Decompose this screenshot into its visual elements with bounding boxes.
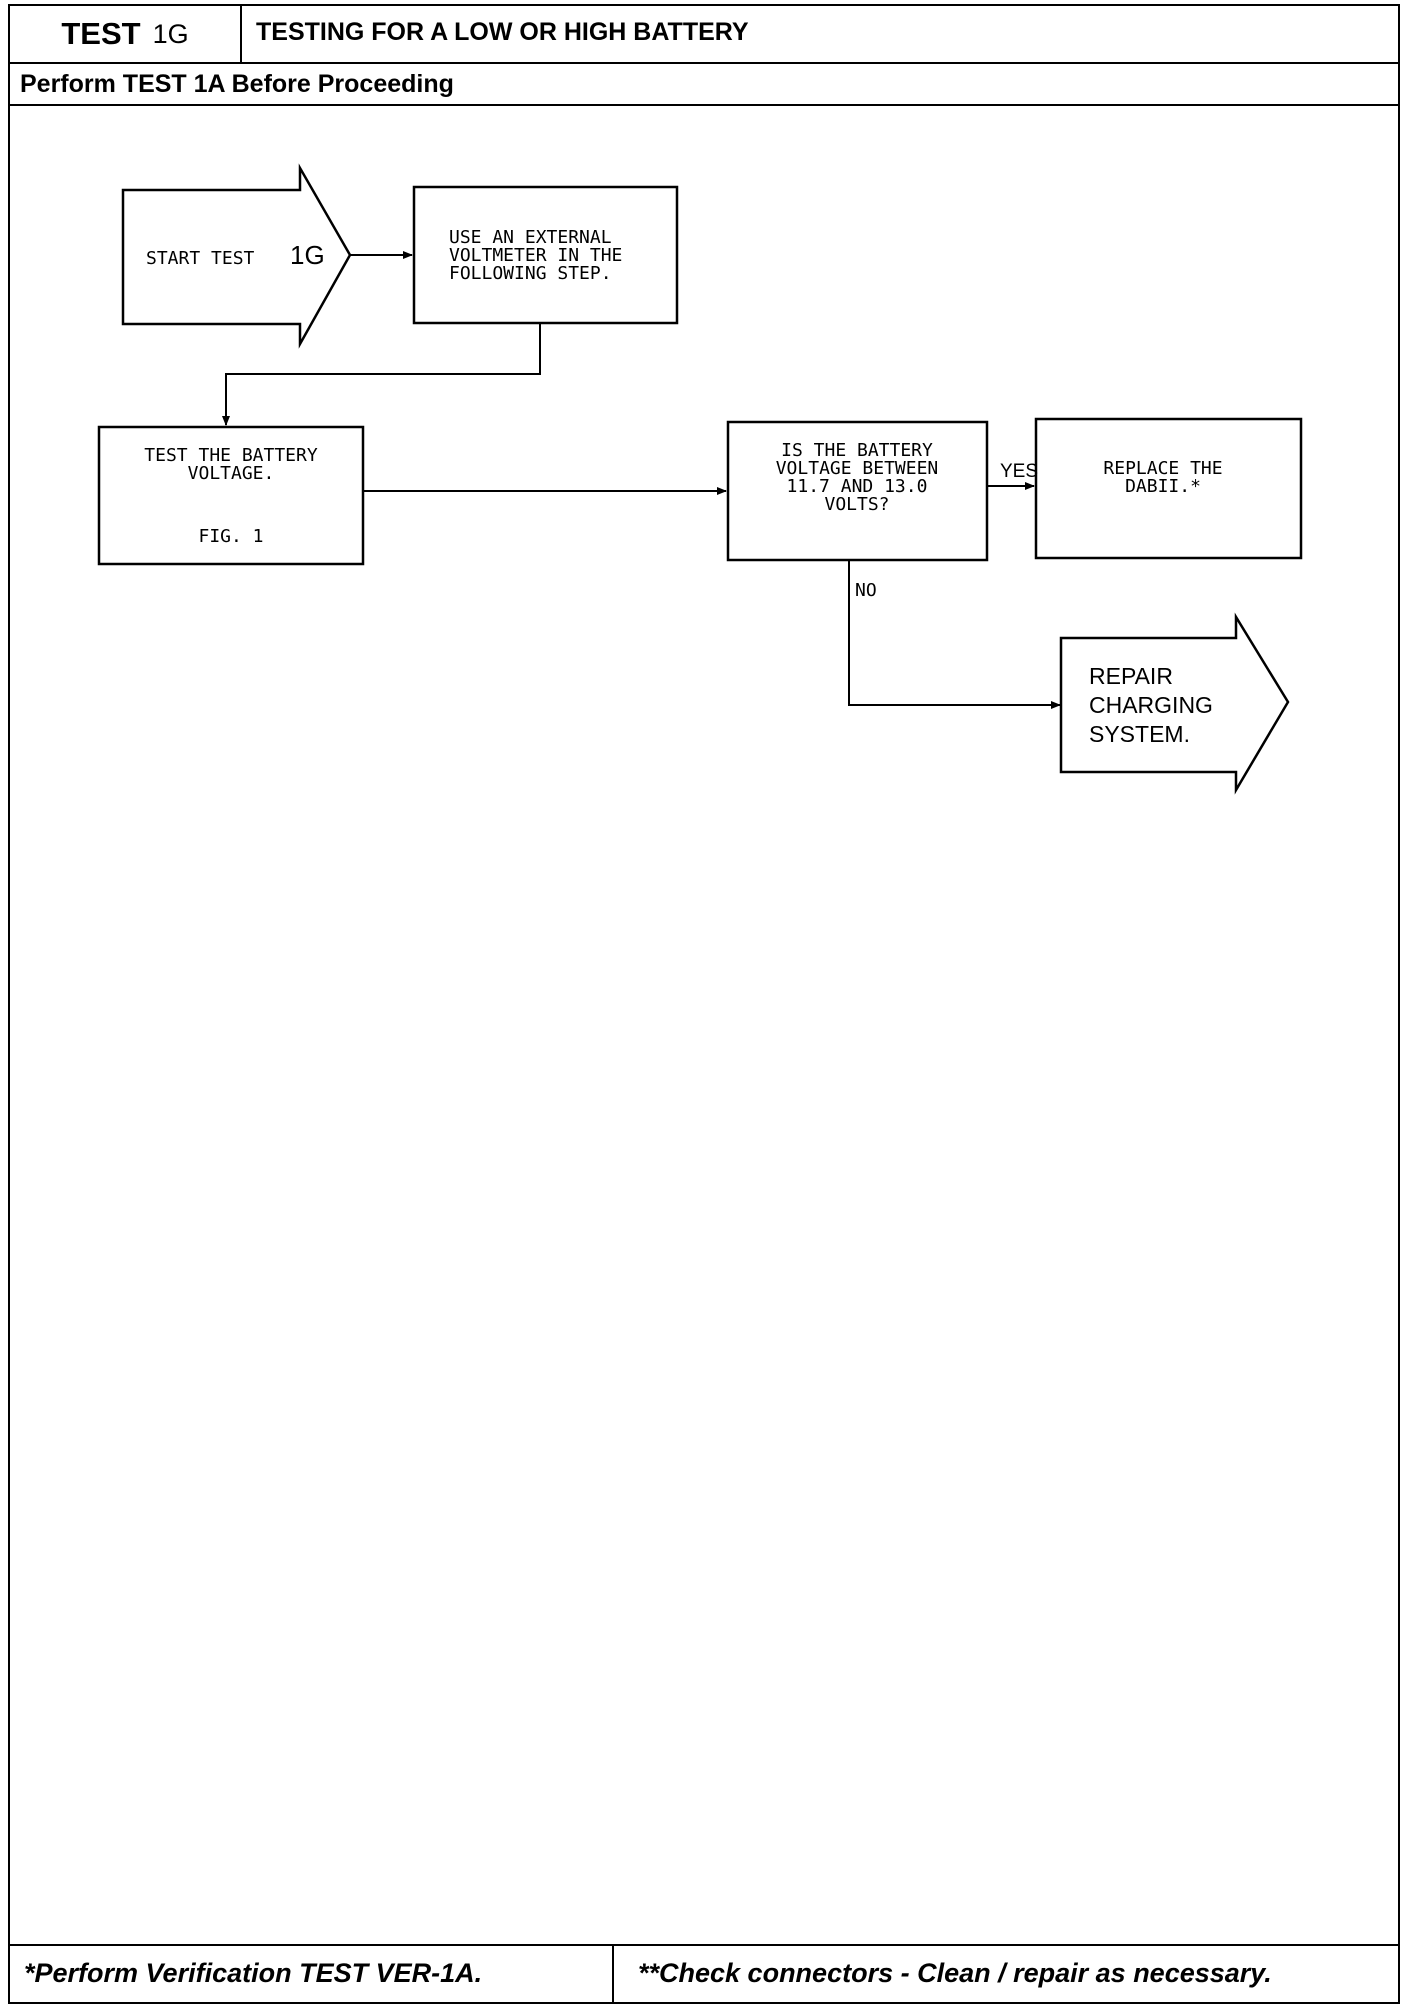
connectors-note: **Check connectors - Clean / repair as n… xyxy=(638,1958,1272,1988)
connector-voltmeter-to-test xyxy=(222,323,541,426)
step-external-voltmeter: USE AN EXTERNAL VOLTMETER IN THE FOLLOWI… xyxy=(412,185,679,325)
repair-line-2: CHARGING xyxy=(1089,692,1213,718)
decision-line-1: IS THE BATTERY xyxy=(781,440,933,461)
start-node: START TEST 1G xyxy=(121,163,352,349)
header-bar: TEST 1G TESTING FOR A LOW OR HIGH BATTER… xyxy=(10,6,1398,64)
footer-right: **Check connectors - Clean / repair as n… xyxy=(614,1946,1398,2002)
step-test-battery: TEST THE BATTERY VOLTAGE. FIG. 1 xyxy=(97,425,365,566)
replace-line-1: REPLACE THE xyxy=(1103,458,1222,479)
test-label: TEST xyxy=(61,16,141,51)
connector-no xyxy=(848,560,1061,709)
decision-line-2: VOLTAGE BETWEEN xyxy=(776,458,939,479)
voltmeter-line-2: VOLTMETER IN THE xyxy=(449,245,622,266)
footer-bar: *Perform Verification TEST VER-1A. **Che… xyxy=(10,1944,1398,2002)
prerequisite-bar: Perform TEST 1A Before Proceeding xyxy=(10,64,1398,106)
verification-note: *Perform Verification TEST VER-1A. xyxy=(24,1958,483,1988)
result-repair-charging: REPAIR CHARGING SYSTEM. xyxy=(1059,612,1290,795)
test-battery-line-1: TEST THE BATTERY xyxy=(144,445,318,466)
decision-voltage-range: IS THE BATTERY VOLTAGE BETWEEN 11.7 AND … xyxy=(726,420,989,562)
result-replace-dabii: REPLACE THE DABII.* xyxy=(1034,417,1303,560)
page-title: TESTING FOR A LOW OR HIGH BATTERY xyxy=(256,18,749,46)
footer-left: *Perform Verification TEST VER-1A. xyxy=(10,1946,614,2002)
start-text: START TEST xyxy=(146,248,255,269)
repair-line-1: REPAIR xyxy=(1089,663,1173,689)
page-frame: TEST 1G TESTING FOR A LOW OR HIGH BATTER… xyxy=(8,4,1400,2004)
prerequisite-note: Perform TEST 1A Before Proceeding xyxy=(20,70,454,98)
voltmeter-line-1: USE AN EXTERNAL xyxy=(449,227,612,248)
test-id-box: TEST 1G xyxy=(10,6,242,62)
replace-line-2: DABII.* xyxy=(1125,476,1201,497)
test-battery-fig: FIG. 1 xyxy=(198,526,263,547)
yes-label: YES xyxy=(1000,461,1038,482)
voltmeter-line-3: FOLLOWING STEP. xyxy=(449,263,612,284)
decision-line-4: VOLTS? xyxy=(824,494,889,515)
repair-line-3: SYSTEM. xyxy=(1089,721,1190,747)
no-label: NO xyxy=(855,580,877,601)
start-number: 1G xyxy=(290,240,325,270)
test-number: 1G xyxy=(152,18,189,49)
test-battery-line-2: VOLTAGE. xyxy=(188,463,275,484)
decision-line-3: 11.7 AND 13.0 xyxy=(787,476,928,497)
